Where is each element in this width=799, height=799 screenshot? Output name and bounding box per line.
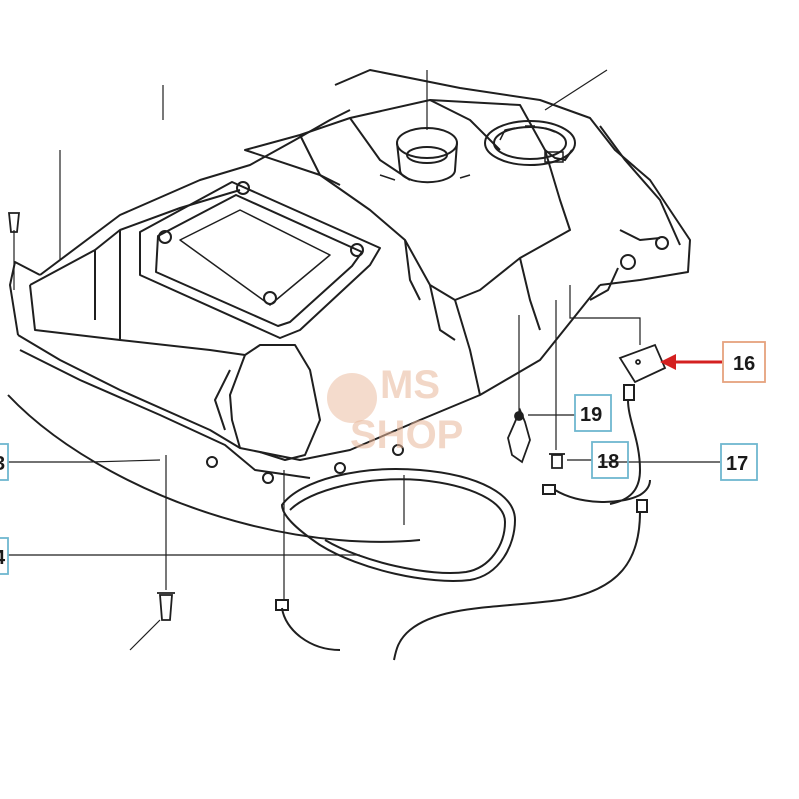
watermark-text-shop: SHOP [350,413,463,457]
sensor-plate [618,343,667,384]
leader-lines [8,69,720,651]
callout-17: 17 [720,443,758,481]
callout-box-18 [591,441,629,479]
callout-19: 19 [574,394,612,432]
watermark-logo [327,373,377,423]
callout-box-17 [720,443,758,481]
top-opening [379,127,471,184]
callout-label-18: 18 [597,451,619,473]
height-dial-knob [484,120,576,166]
callout-label-16: 16 [733,353,755,375]
callout-box-19 [574,394,612,432]
callout-18: 18 [591,441,629,479]
callout-box-16 [722,341,766,383]
watermark: MS SHOP [327,363,463,457]
callout-label-3: 3 [0,453,5,475]
callout-16: 16 [660,341,766,383]
callout-label-4: 4 [0,547,6,569]
small-parts [8,212,667,621]
screw-part-18 [551,454,563,469]
chassis-body [7,69,691,543]
screw-top-left [8,212,20,233]
callout-3-partial: 3 [0,443,9,481]
callout-box-3 [0,443,9,481]
callout-label-19: 19 [580,404,602,426]
callout-label-17: 17 [726,453,748,475]
callout-box-4 [0,537,9,575]
screw-bottom [159,594,173,621]
cables [275,384,651,661]
callout-4-partial: 4 [0,537,9,575]
watermark-text-ms: MS [380,363,440,407]
